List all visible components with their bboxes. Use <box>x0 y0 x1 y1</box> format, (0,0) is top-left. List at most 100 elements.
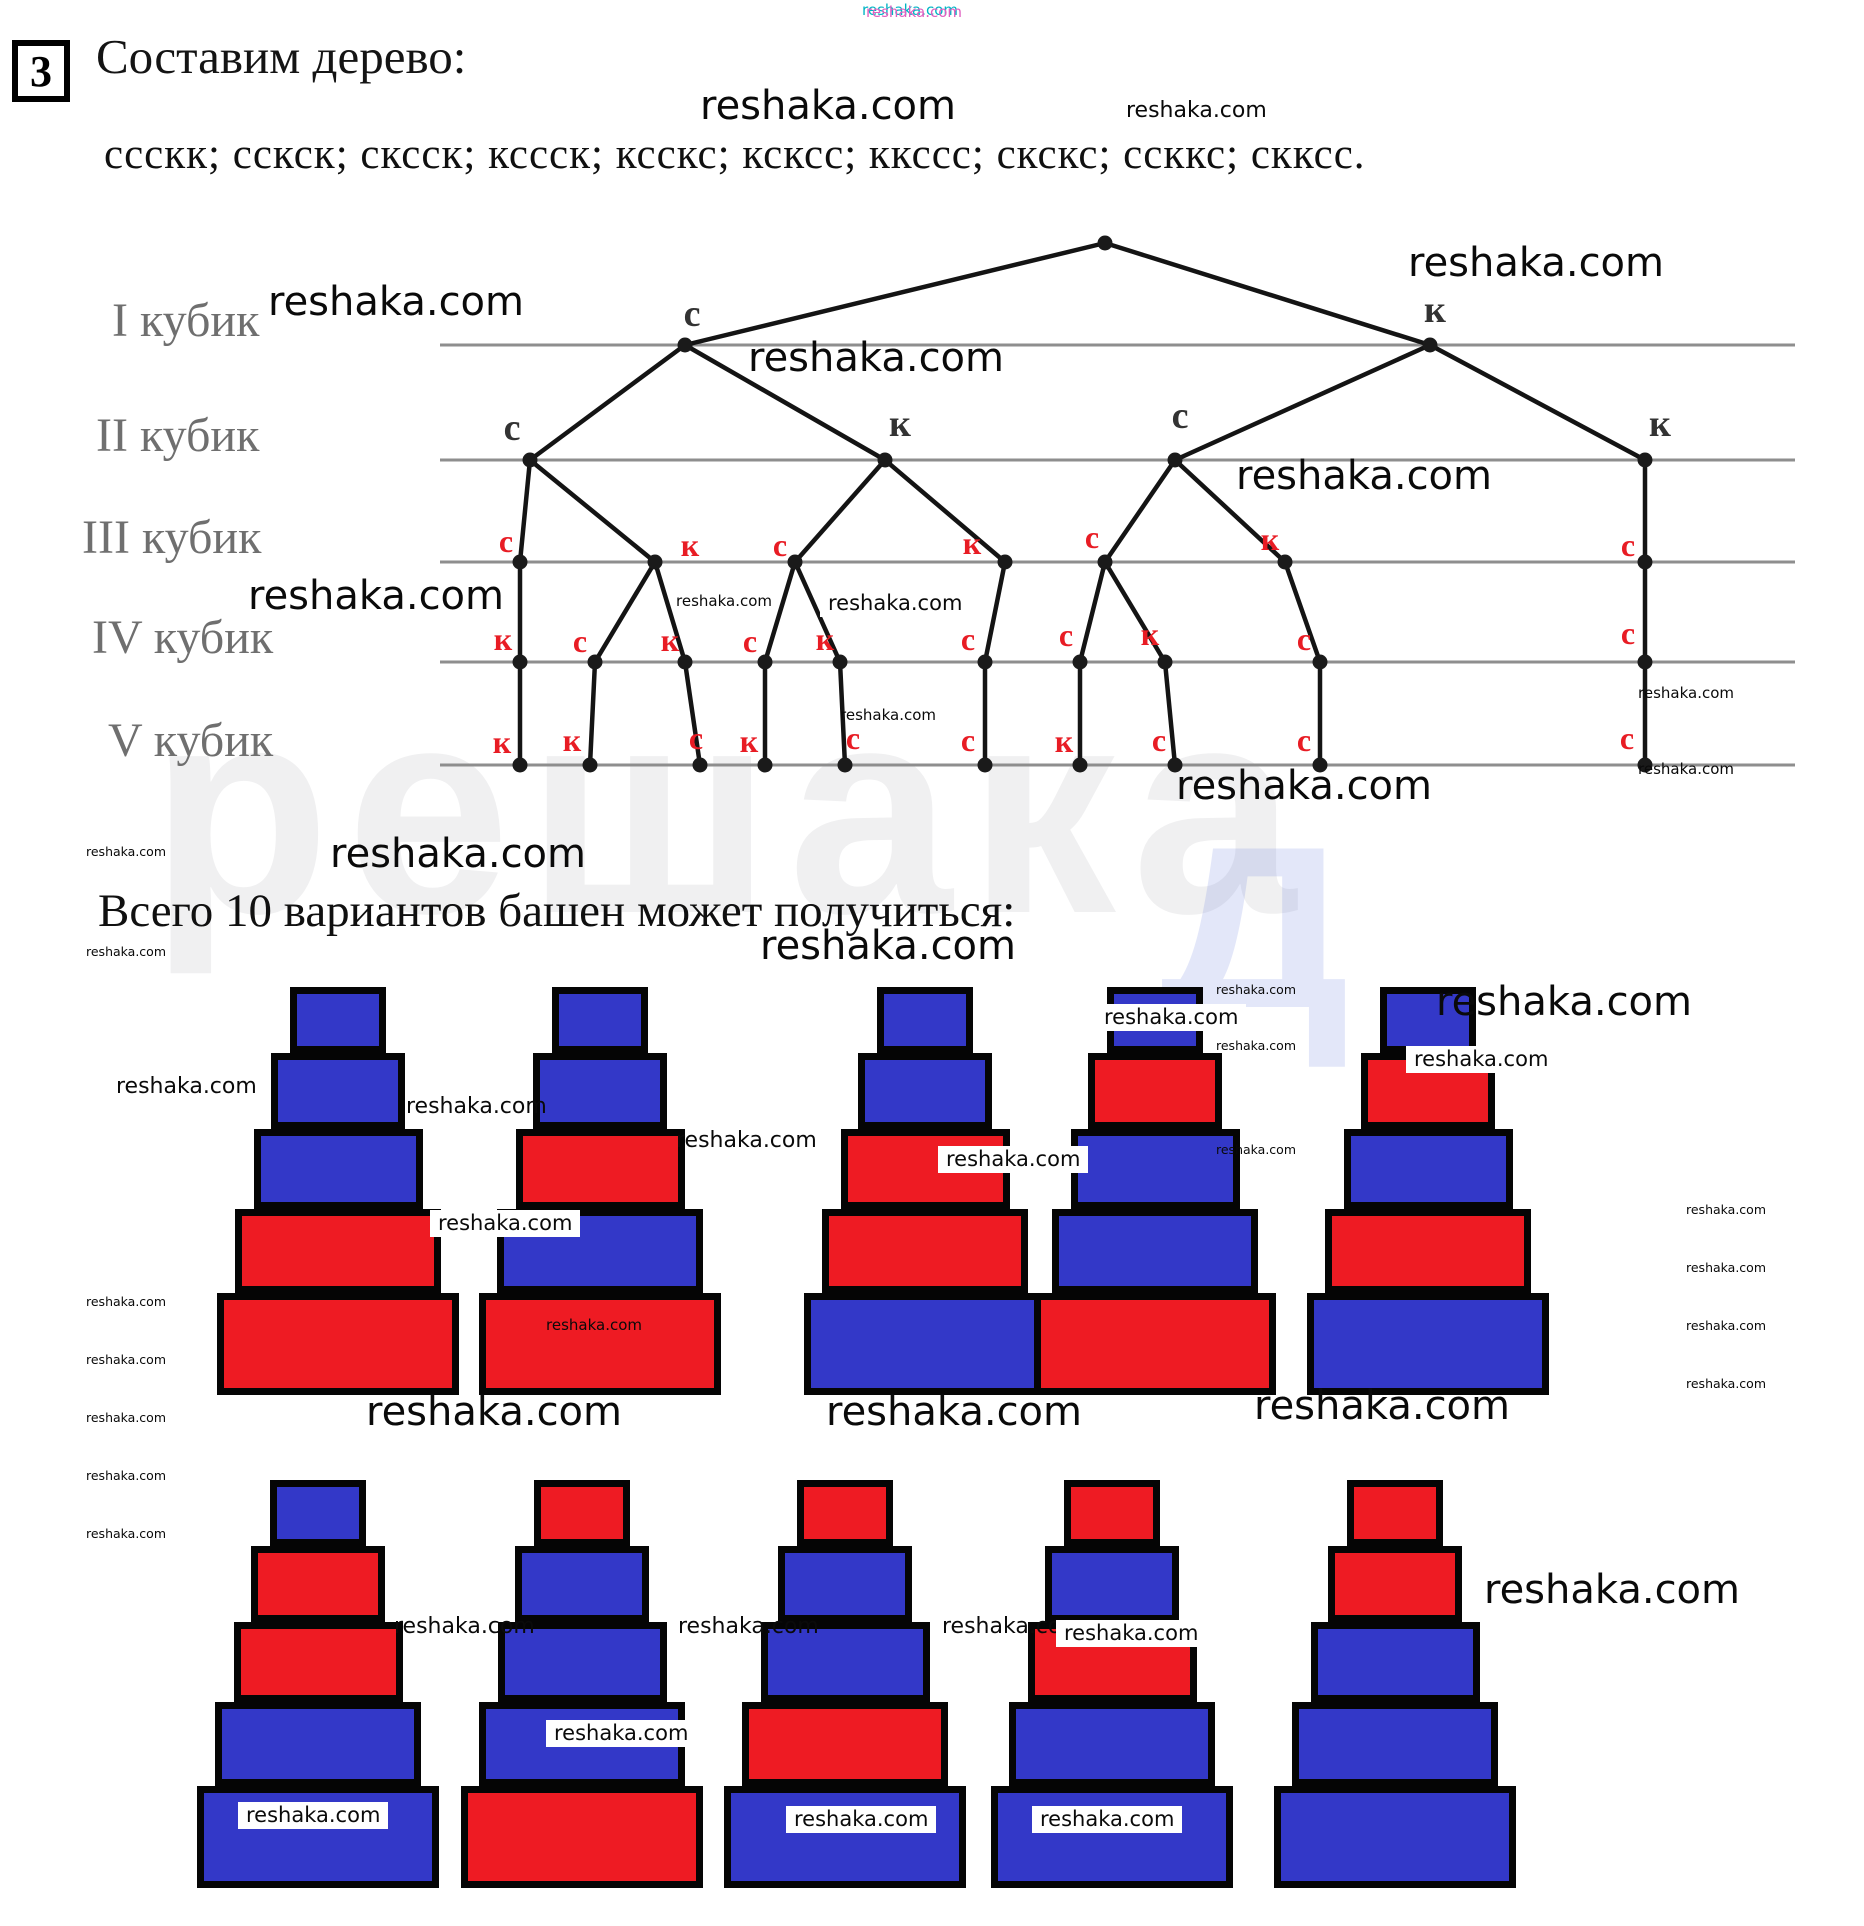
watermark: reshaka.com <box>676 592 772 610</box>
tree-edge <box>1077 559 1108 665</box>
watermark: reshaka.com <box>116 1074 257 1099</box>
tower-скскс <box>1307 987 1549 1395</box>
tree-node <box>647 554 663 570</box>
tree-edge <box>982 559 1008 665</box>
tree-node <box>1637 757 1653 773</box>
branch-label: к <box>1424 289 1446 331</box>
watermark: reshaka.com <box>1216 1038 1296 1053</box>
tree-node <box>787 554 803 570</box>
watermark: reshaka.com <box>1484 1567 1740 1613</box>
tower-block-blue <box>497 1622 667 1702</box>
tower-ссккс <box>804 987 1046 1395</box>
tree-edge <box>837 659 848 768</box>
tower-ксскс <box>724 1480 966 1888</box>
watermark: reshaka.com <box>330 831 586 877</box>
tree-edge <box>587 659 598 768</box>
watermark: reshaka.com <box>1638 760 1734 778</box>
tower-block-red <box>822 1209 1028 1293</box>
tree-node <box>512 654 528 670</box>
watermark: reshaka.com <box>1686 1260 1766 1275</box>
watermark: reshaka.com <box>676 1128 817 1153</box>
tree-node <box>677 337 693 353</box>
tower-block-red <box>461 1786 703 1888</box>
watermark: reshaka.com <box>942 1614 1083 1639</box>
tower-кссск <box>461 1480 703 1888</box>
branch-label: к <box>563 722 582 758</box>
watermark: reshaka.com <box>238 1802 389 1829</box>
tower-block-red <box>742 1702 948 1786</box>
tower-block-red <box>233 1622 403 1702</box>
branch-label: с <box>1152 722 1166 758</box>
branch-label: с <box>504 407 521 449</box>
tree-node <box>587 654 603 670</box>
watermark: reshaka.com <box>1408 240 1664 286</box>
tower-block-blue <box>1307 1293 1549 1395</box>
tower-block-red <box>1325 1209 1531 1293</box>
watermark: reshaka.com <box>86 944 166 959</box>
problem-number-box: 3 <box>12 40 70 102</box>
level-label-2: II кубик <box>96 409 260 462</box>
tree-node <box>1637 654 1653 670</box>
tower-block-blue <box>858 1053 992 1129</box>
tree-edge <box>1102 240 1433 348</box>
branch-label: с <box>743 623 757 659</box>
tree-edge <box>1102 457 1178 565</box>
branch-label: с <box>1621 527 1635 563</box>
tree-edge <box>682 659 703 768</box>
watermark: reshaka.com <box>268 279 524 325</box>
tower-block-red <box>235 1209 441 1293</box>
watermark: reshaka.com <box>86 1526 166 1541</box>
tower-block-red <box>1064 1480 1160 1546</box>
watermark: reshaka.com <box>938 1146 1089 1173</box>
level-label-5: V кубик <box>108 714 274 767</box>
tree-edge <box>882 457 1008 565</box>
tower-block-blue <box>552 987 648 1053</box>
tower-block-blue <box>778 1546 912 1622</box>
branch-label: с <box>773 527 787 563</box>
branch-label: к <box>494 621 513 657</box>
watermark: reshaka.com <box>840 706 936 724</box>
watermark: reshaka.com <box>1216 982 1296 997</box>
tree-node <box>677 654 693 670</box>
watermark: reshaka.com <box>1216 1142 1296 1157</box>
tree-edge <box>682 240 1108 348</box>
tower-ссскк <box>217 987 459 1395</box>
watermark: reshaka.com <box>1096 1004 1247 1031</box>
tower-block-blue <box>1070 1129 1240 1209</box>
watermark: reshaka.com <box>1686 1318 1766 1333</box>
tree-node <box>1312 757 1328 773</box>
tree-node <box>1277 554 1293 570</box>
watermark: reshaka.com <box>546 1316 642 1334</box>
tower-ккссс <box>1274 1480 1516 1888</box>
tree-node <box>837 757 853 773</box>
tree-edge <box>527 342 688 463</box>
tower-block-blue <box>877 987 973 1053</box>
watermark: reshaka.com <box>1056 1620 1207 1647</box>
watermark: reshaka.com <box>1686 1202 1766 1217</box>
level-label-4: IV кубик <box>92 611 274 664</box>
tree-node <box>1422 337 1438 353</box>
tree-node <box>1097 554 1113 570</box>
watermark: reshaka.com <box>86 1352 166 1367</box>
watermark: reshaka.com <box>1254 1383 1510 1429</box>
watermark: reshaka.com <box>700 83 956 129</box>
watermark: reshaka.com <box>86 844 166 859</box>
tower-block-blue <box>991 1786 1233 1888</box>
watermark: reshaka.com <box>86 1468 166 1483</box>
branch-label: к <box>1141 616 1160 652</box>
tree-node <box>977 757 993 773</box>
watermark: reshaka.com <box>1436 979 1692 1025</box>
watermark: reshaka.com <box>394 1614 535 1639</box>
tree-node <box>757 757 773 773</box>
tower-block-red <box>1034 1293 1276 1395</box>
tree-node <box>1072 757 1088 773</box>
tower-block-blue <box>1380 987 1476 1053</box>
branch-label: с <box>573 623 587 659</box>
watermark: reshaka.com <box>1126 98 1267 123</box>
watermark: reshaka.com <box>1176 763 1432 809</box>
watermark: reshaka.com <box>748 335 1004 381</box>
tower-block-blue <box>1274 1786 1516 1888</box>
watermark: reshaka.com <box>430 1210 581 1237</box>
watermark: reshaka.com <box>678 1614 819 1639</box>
